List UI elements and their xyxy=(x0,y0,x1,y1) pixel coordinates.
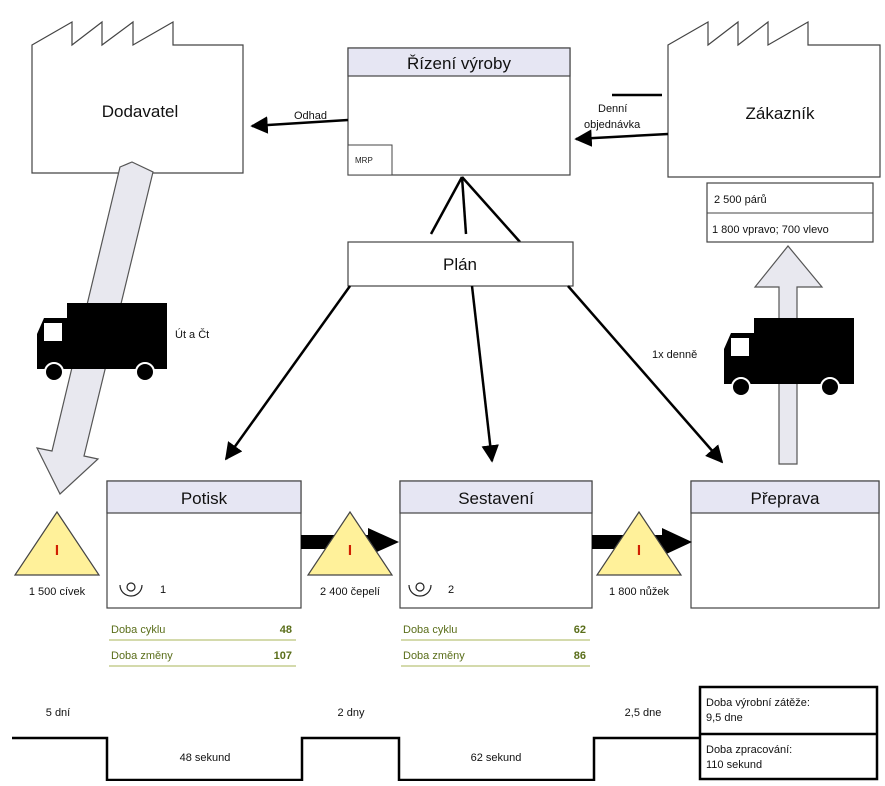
operator-count: 2 xyxy=(448,584,454,596)
daily-order-arrow xyxy=(574,129,669,147)
schedule-line xyxy=(461,176,521,243)
schedule-arrow-potisk xyxy=(224,285,352,461)
truck-icon xyxy=(37,303,167,382)
lead-time-label: Doba výrobní zátěže: xyxy=(706,697,810,709)
inventory-label: 2 400 čepelí xyxy=(320,586,380,598)
wait-time: 2 dny xyxy=(338,707,365,719)
plan-label: Plán xyxy=(443,255,477,274)
process-data-sestaveni: Doba cyklu 62 Doba změny 86 xyxy=(401,624,590,667)
inbound-shipment-label: Út a Čt xyxy=(175,328,209,341)
factory-icon xyxy=(667,20,881,178)
demand-split: 1 800 vpravo; 700 vlevo xyxy=(712,224,829,236)
cycle-time-label: Doba cyklu xyxy=(403,624,457,636)
daily-order-label-1: Denní xyxy=(598,103,627,115)
changeover-value: 86 xyxy=(574,650,586,662)
cycle-time-label: Doba cyklu xyxy=(111,624,165,636)
inventory-symbol: I xyxy=(348,542,352,559)
wait-time: 2,5 dne xyxy=(625,707,662,719)
summary-box: Doba výrobní zátěže: 9,5 dne Doba zpraco… xyxy=(698,685,879,781)
inventory-triangle: I xyxy=(13,510,101,576)
operator-icon xyxy=(119,582,143,597)
wait-time: 5 dní xyxy=(46,707,70,719)
production-control-box: Řízení výroby MRP xyxy=(347,47,571,176)
mrp-label: MRP xyxy=(355,156,373,165)
changeover-label: Doba změny xyxy=(403,650,465,662)
supplier-factory: Dodavatel xyxy=(31,20,244,174)
production-control-header xyxy=(347,47,571,77)
forecast-label: Odhad xyxy=(294,110,327,122)
lead-time-value: 9,5 dne xyxy=(706,712,743,724)
forecast-arrow xyxy=(250,116,349,134)
daily-order-label-2: objednávka xyxy=(584,119,641,131)
customer-factory: Zákazník xyxy=(667,20,881,178)
process-box-potisk: Potisk 1 xyxy=(106,480,302,609)
inventory-triangle: I xyxy=(595,510,683,576)
changeover-value: 107 xyxy=(274,650,292,662)
process-time: 48 sekund xyxy=(180,752,231,764)
process-data-potisk: Doba cyklu 48 Doba změny 107 xyxy=(109,624,296,667)
operator-icon xyxy=(408,582,432,597)
supplier-label: Dodavatel xyxy=(102,102,179,121)
processing-time-label: Doba zpracování: xyxy=(706,744,792,756)
cycle-time-value: 48 xyxy=(280,624,292,636)
production-control-title: Řízení výroby xyxy=(407,54,511,73)
schedule-line xyxy=(429,176,464,235)
process-time: 62 sekund xyxy=(471,752,522,764)
outbound-shipment-label: 1x denně xyxy=(652,349,697,361)
schedule-arrow-sestaveni xyxy=(470,285,499,463)
timeline xyxy=(12,736,700,782)
factory-icon xyxy=(31,20,244,174)
processing-time-value: 110 sekund xyxy=(706,759,762,771)
operator-count: 1 xyxy=(160,584,166,596)
process-box-preprava: Přeprava xyxy=(690,480,880,609)
process-title: Přeprava xyxy=(751,489,821,508)
truck-icon xyxy=(724,318,854,397)
customer-demand-box: 2 500 párů 1 800 vpravo; 700 vlevo xyxy=(706,182,874,243)
process-box-sestaveni: Sestavení 2 xyxy=(399,480,593,609)
customer-label: Zákazník xyxy=(746,104,815,123)
process-title: Sestavení xyxy=(458,489,534,508)
demand-pairs: 2 500 párů xyxy=(714,194,767,206)
process-title: Potisk xyxy=(181,489,228,508)
plan-box: Plán xyxy=(347,241,574,287)
inventory-label: 1 800 nůžek xyxy=(609,586,669,598)
schedule-line xyxy=(460,176,468,235)
cycle-time-value: 62 xyxy=(574,624,586,636)
changeover-label: Doba změny xyxy=(111,650,173,662)
inventory-triangle: I xyxy=(306,510,394,576)
schedule-arrow-preprava xyxy=(567,285,724,464)
inventory-label: 1 500 cívek xyxy=(29,586,86,598)
inventory-symbol: I xyxy=(55,542,59,559)
inventory-symbol: I xyxy=(637,542,641,559)
